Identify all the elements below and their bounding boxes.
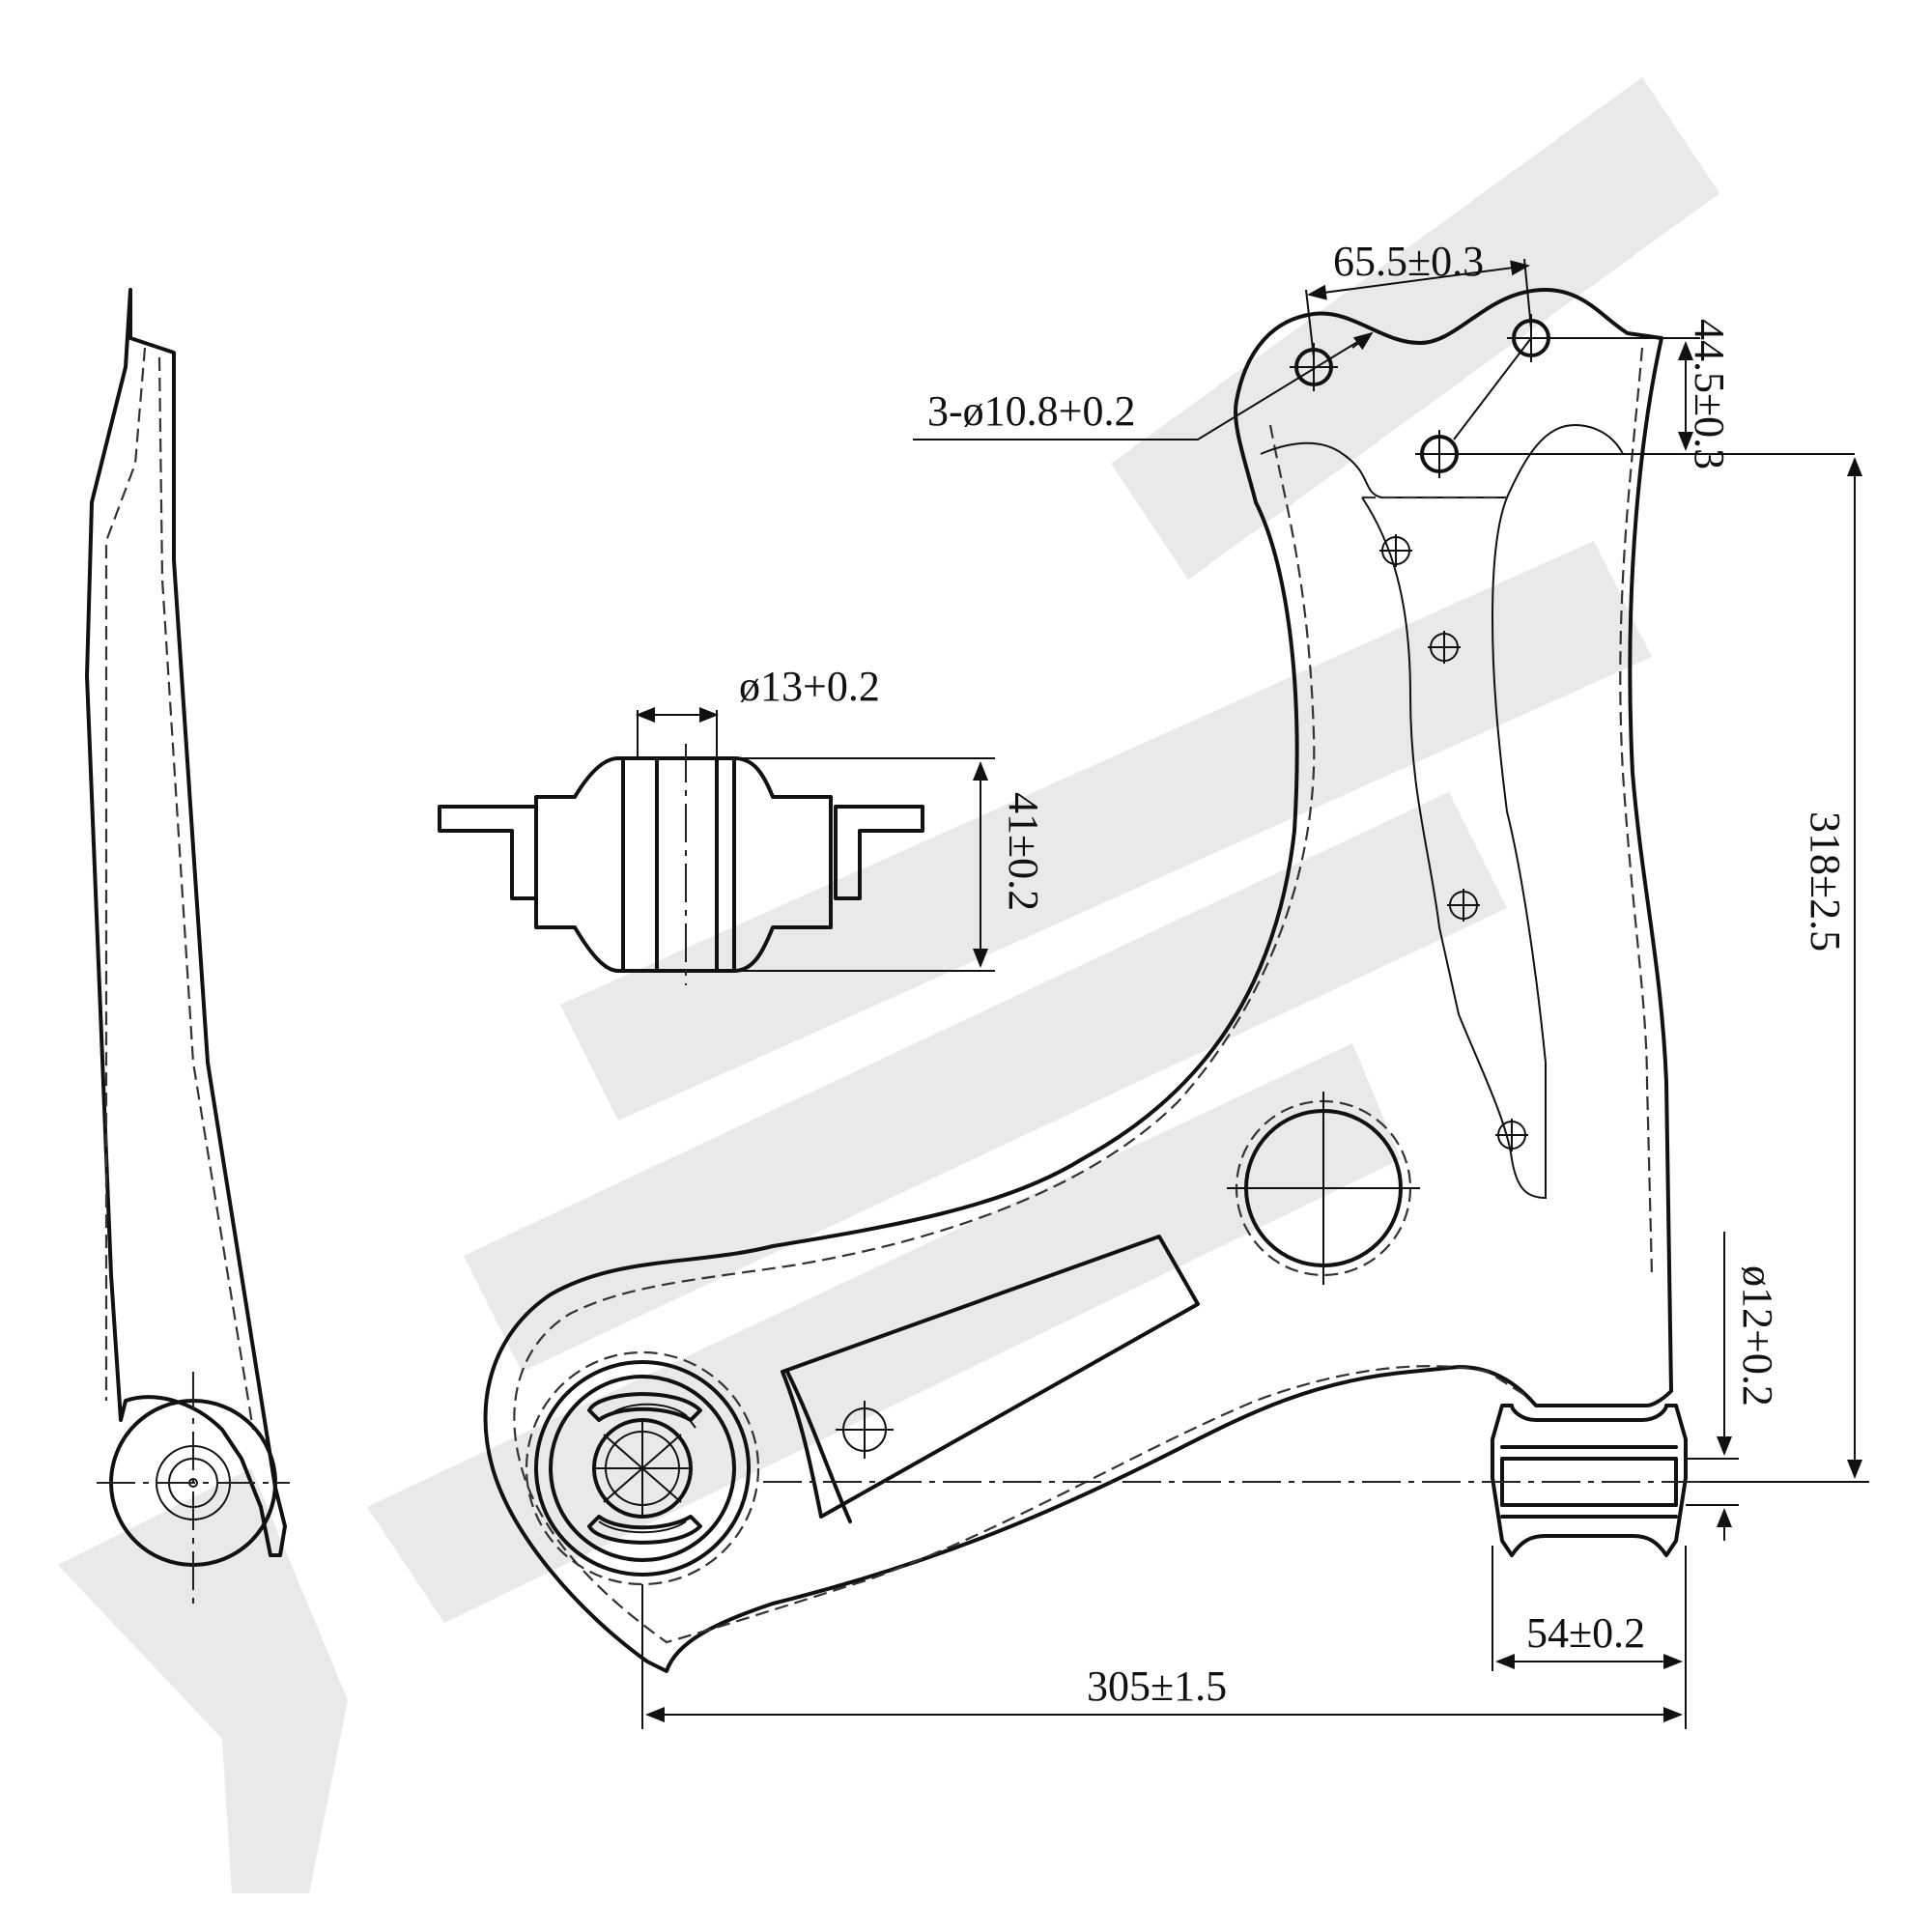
- bore-dimension: ø13+0.2: [739, 663, 880, 710]
- side-view: [85, 288, 290, 1604]
- rear-bushing: [1491, 1404, 1688, 1557]
- bushing-height-dimension: 41±0.2: [1000, 792, 1047, 911]
- hole-spacing-dimension: 65.5±0.3: [1333, 238, 1484, 285]
- rib-holes: [1379, 534, 1528, 1151]
- bushing-length-dimension: 54±0.2: [1526, 1609, 1645, 1657]
- overall-length-dimension: 305±1.5: [1087, 1662, 1227, 1710]
- slot-hole: [836, 1401, 894, 1459]
- dimensions: 65.5±0.3 3-ø10.8+0.2 44.5±0.3 318±2.5 ø1…: [641, 238, 1869, 1729]
- height-dimension: 318±2.5: [1802, 811, 1849, 952]
- pin-diameter-dimension: ø12+0.2: [1734, 1265, 1781, 1406]
- ball-joint-hole: [1227, 1092, 1420, 1285]
- control-arm-plan: [483, 288, 1739, 1673]
- hole-offset-dimension: 44.5±0.3: [1686, 319, 1733, 469]
- bushing-section: ø13+0.2 41±0.2: [438, 663, 1047, 985]
- holes-dimension: 3-ø10.8+0.2: [927, 387, 1135, 435]
- front-bushing: [525, 1350, 760, 1586]
- watermark: [58, 77, 1719, 1893]
